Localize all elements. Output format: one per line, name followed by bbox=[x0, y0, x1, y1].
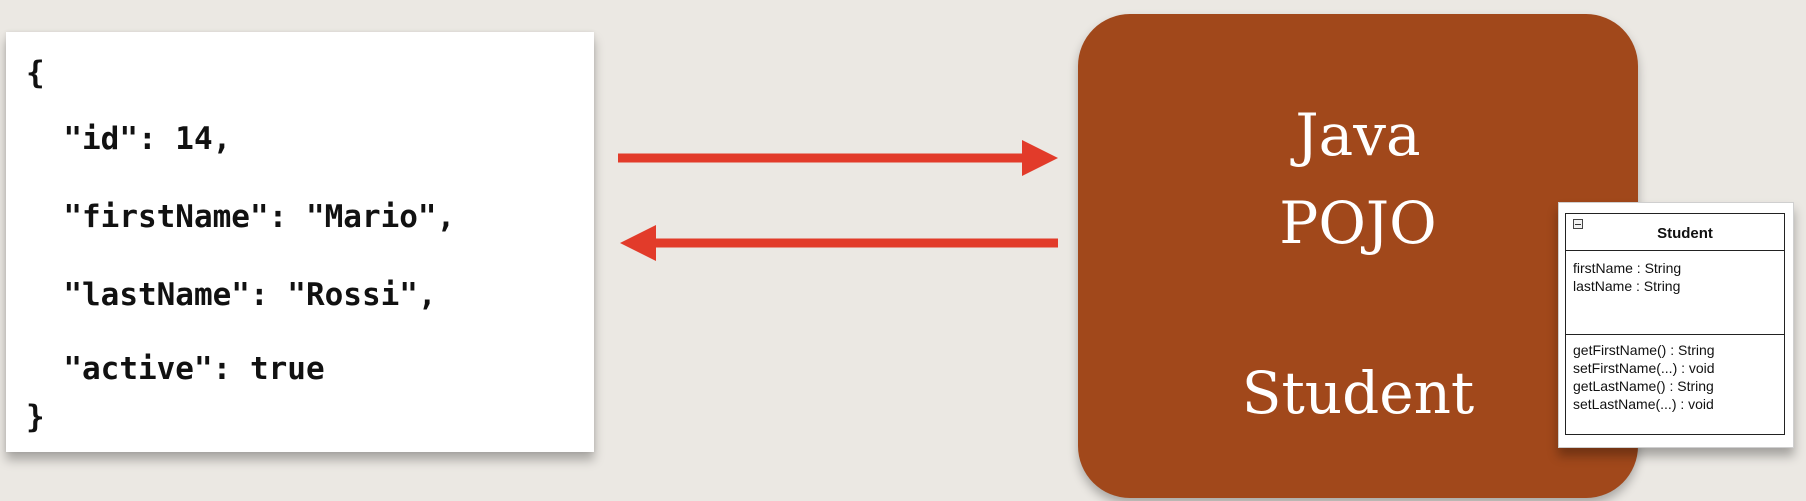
uml-operation: getLastName() : String bbox=[1573, 378, 1714, 394]
pojo-label-pojo: POJO bbox=[1279, 189, 1437, 257]
java-pojo-box: Java POJO Student bbox=[1078, 14, 1638, 498]
json-line: "id": 14, bbox=[26, 121, 232, 157]
json-line: "active": true bbox=[26, 351, 325, 387]
uml-attribute: lastName : String bbox=[1573, 278, 1681, 294]
json-line: "firstName": "Mario", bbox=[26, 199, 456, 235]
uml-operations: getFirstName() : String setFirstName(...… bbox=[1566, 335, 1784, 413]
arrow-left-icon bbox=[620, 225, 1058, 261]
arrow-right-icon bbox=[618, 140, 1058, 176]
pojo-label-java: Java bbox=[1295, 101, 1421, 169]
json-line: "lastName": "Rossi", bbox=[26, 277, 437, 313]
json-line: { bbox=[26, 55, 45, 91]
uml-class-name: Student bbox=[1657, 225, 1713, 242]
uml-operation: getFirstName() : String bbox=[1573, 342, 1715, 358]
uml-operation: setLastName(...) : void bbox=[1573, 396, 1714, 412]
uml-class-header: Student bbox=[1566, 214, 1784, 251]
json-line: } bbox=[26, 399, 45, 435]
json-card: { "id": 14, "firstName": "Mario", "lastN… bbox=[6, 32, 594, 452]
pojo-label-student: Student bbox=[1241, 359, 1475, 427]
collapse-icon bbox=[1573, 219, 1583, 229]
uml-class-diagram: Student firstName : String lastName : St… bbox=[1565, 213, 1785, 435]
uml-attributes: firstName : String lastName : String bbox=[1566, 251, 1784, 335]
uml-attribute: firstName : String bbox=[1573, 260, 1682, 276]
uml-operation: setFirstName(...) : void bbox=[1573, 360, 1715, 376]
uml-class-card: Student firstName : String lastName : St… bbox=[1558, 202, 1794, 448]
